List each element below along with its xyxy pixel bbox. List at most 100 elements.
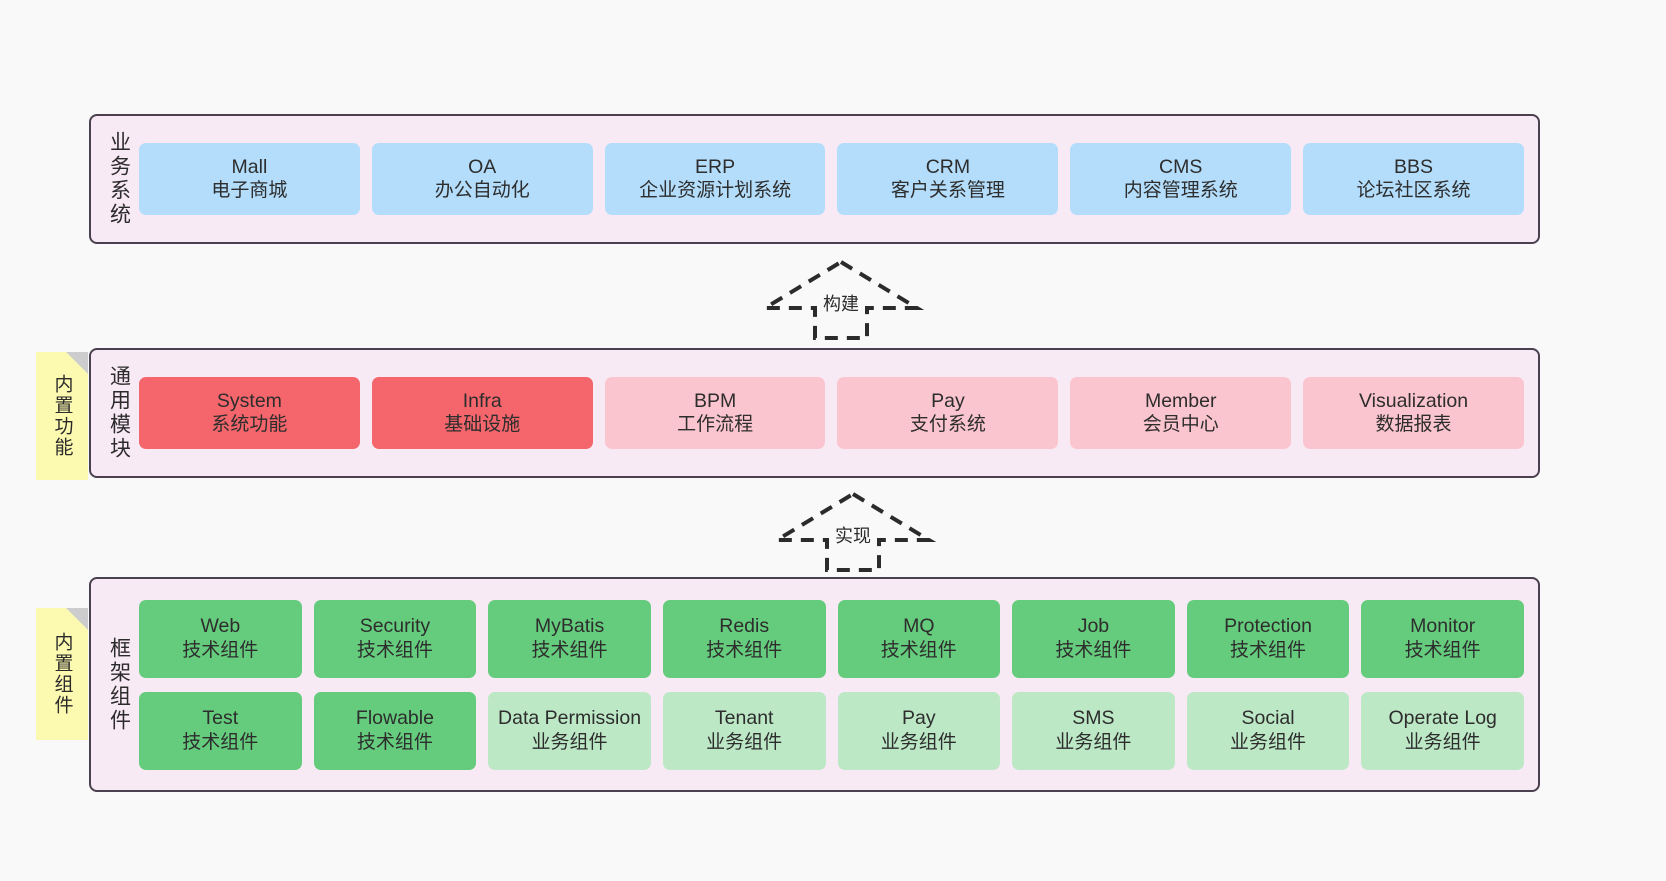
module-box-title: Pay bbox=[902, 707, 936, 730]
module-box-subtitle: 会员中心 bbox=[1142, 414, 1219, 436]
module-box-title: CMS bbox=[1159, 155, 1203, 178]
module-box-title: SMS bbox=[1072, 707, 1115, 730]
module-box-title: BBS bbox=[1394, 155, 1434, 178]
module-box-subtitle: 客户关系管理 bbox=[890, 180, 1005, 202]
sticky-fold-corner-icon bbox=[66, 608, 88, 630]
module-box-title: Member bbox=[1144, 389, 1217, 412]
module-box-title: Test bbox=[202, 707, 239, 730]
module-box-title: System bbox=[216, 389, 282, 412]
module-box-title: ERP bbox=[695, 155, 736, 178]
module-box-subtitle: 工作流程 bbox=[677, 414, 754, 436]
module-box-subtitle: 技术组件 bbox=[706, 639, 783, 661]
layer-business-system-label: 业务系统 bbox=[107, 131, 131, 227]
module-box-subtitle: 技术组件 bbox=[1404, 639, 1481, 661]
module-box-title: Operate Log bbox=[1388, 707, 1497, 730]
layer-framework-component-label: 框架组件 bbox=[107, 636, 131, 733]
module-box-subtitle: 业务组件 bbox=[1230, 731, 1307, 753]
sticky-note-builtin-component-label: 内置组件 bbox=[51, 632, 73, 716]
module-box-subtitle: 业务组件 bbox=[531, 731, 608, 753]
module-box-title: Monitor bbox=[1410, 615, 1476, 638]
module-box-title: Pay bbox=[931, 389, 965, 412]
module-box-title: Protection bbox=[1224, 615, 1312, 638]
module-box-title: MyBatis bbox=[534, 615, 605, 638]
module-box-subtitle: 论坛社区系统 bbox=[1356, 180, 1471, 202]
sticky-note-builtin-component: 内置组件 bbox=[36, 608, 88, 740]
module-box-title: Mall bbox=[231, 155, 268, 178]
module-box-subtitle: 技术组件 bbox=[356, 731, 433, 753]
connector-build: 构建 bbox=[757, 258, 925, 342]
module-box-title: Data Permission bbox=[498, 707, 642, 730]
module-box-subtitle: 数据报表 bbox=[1375, 414, 1452, 436]
sticky-fold-corner-icon bbox=[66, 352, 88, 374]
module-box-subtitle: 业务组件 bbox=[1404, 731, 1481, 753]
module-box-subtitle: 基础设施 bbox=[444, 414, 521, 436]
module-box-subtitle: 技术组件 bbox=[182, 639, 259, 661]
connector-build-label: 构建 bbox=[823, 294, 859, 314]
module-box-title: MQ bbox=[903, 615, 935, 638]
module-box-subtitle: 技术组件 bbox=[531, 639, 608, 661]
module-box-title: Tenant bbox=[714, 707, 774, 730]
module-box-subtitle: 业务组件 bbox=[706, 731, 783, 753]
module-box-subtitle: 电子商城 bbox=[211, 180, 288, 202]
module-box-subtitle: 支付系统 bbox=[909, 414, 986, 436]
module-box-title: Social bbox=[1241, 707, 1295, 730]
sticky-note-builtin-function-label: 内置功能 bbox=[51, 374, 73, 458]
module-box-title: Job bbox=[1077, 615, 1110, 638]
module-box-title: Web bbox=[200, 615, 241, 638]
module-box-subtitle: 技术组件 bbox=[880, 639, 957, 661]
module-box-title: BPM bbox=[693, 389, 737, 412]
connector-implement-label: 实现 bbox=[835, 526, 871, 546]
module-box-title: Visualization bbox=[1358, 389, 1469, 412]
module-box-subtitle: 业务组件 bbox=[880, 731, 957, 753]
module-box-subtitle: 技术组件 bbox=[1230, 639, 1307, 661]
module-box-title: Security bbox=[359, 615, 431, 638]
connector-implement: 实现 bbox=[769, 490, 937, 574]
module-box-subtitle: 业务组件 bbox=[1055, 731, 1132, 753]
module-box-title: Redis bbox=[719, 615, 770, 638]
module-box-subtitle: 内容管理系统 bbox=[1123, 180, 1238, 202]
module-box-subtitle: 系统功能 bbox=[211, 414, 288, 436]
module-box-subtitle: 技术组件 bbox=[356, 639, 433, 661]
module-box-subtitle: 技术组件 bbox=[182, 731, 259, 753]
module-box-subtitle: 技术组件 bbox=[1055, 639, 1132, 661]
